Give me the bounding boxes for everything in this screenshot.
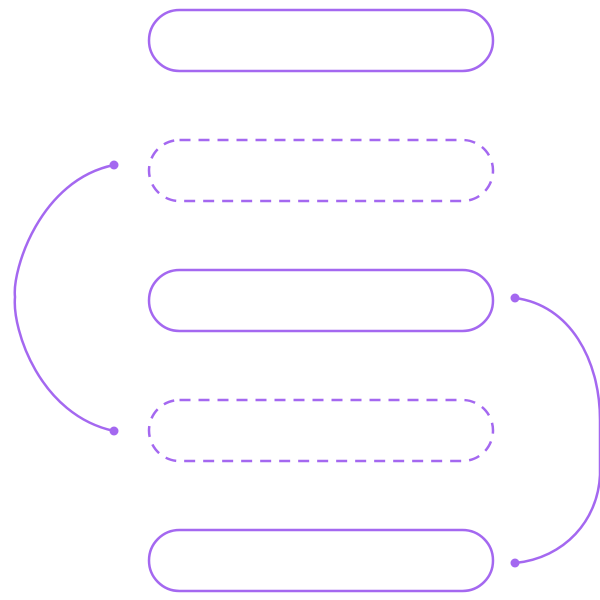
connector-right	[510, 293, 600, 568]
box-4	[147, 398, 495, 463]
connector-right-start-dot	[510, 293, 520, 303]
connector-left	[13, 160, 119, 436]
box-5	[147, 528, 495, 593]
connector-left-end-dot	[109, 426, 119, 436]
connector-right-end-dot	[510, 558, 520, 568]
box-1	[147, 8, 495, 73]
box-2	[147, 138, 495, 203]
connector-left-start-dot	[109, 160, 119, 170]
box-3	[147, 268, 495, 333]
